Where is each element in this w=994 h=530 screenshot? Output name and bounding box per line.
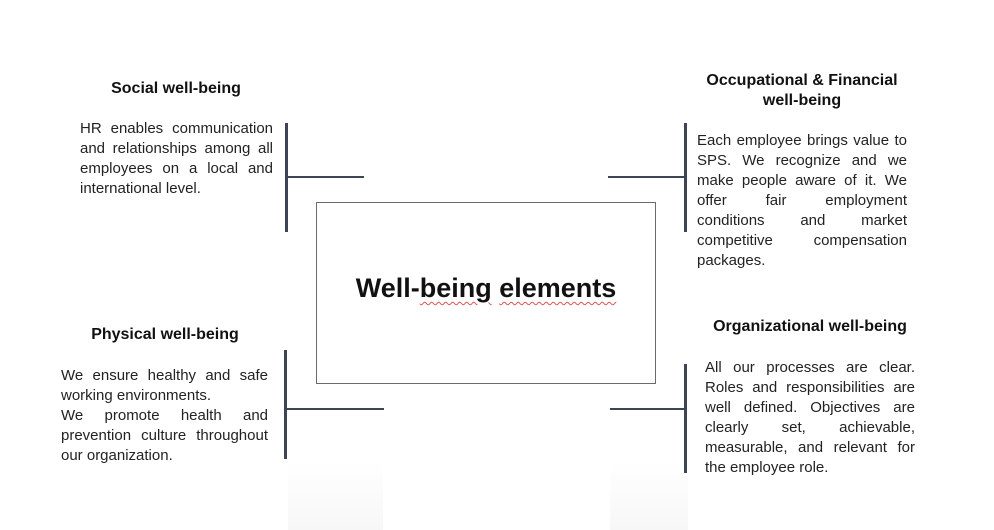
occupational-connector-horizontal [608, 176, 684, 178]
occupational-heading: Occupational & Financial well-being [690, 71, 914, 111]
center-title: Well-being elements [316, 270, 656, 306]
physical-connector-horizontal [287, 408, 384, 410]
organizational-connector-vertical [684, 364, 687, 473]
occupational-heading-line2: well-being [762, 92, 842, 109]
physical-body-line1: We ensure healthy and safe working envir… [61, 367, 268, 404]
physical-connector-vertical [284, 350, 287, 459]
occupational-heading-line1: Occupational & Financial [706, 72, 898, 89]
organizational-heading: Organizational well-being [713, 318, 907, 335]
center-title-word-being: being [419, 273, 492, 303]
social-body: HR enables communication and relationshi… [80, 120, 273, 197]
physical-body-line2: We promote health and prevention culture… [61, 407, 268, 464]
center-box [316, 202, 656, 384]
social-connector-vertical [285, 123, 288, 232]
physical-body: We ensure healthy and safe working envir… [61, 366, 268, 466]
center-title-word-well: Well- [355, 273, 420, 303]
center-title-word-elements: elements [499, 273, 617, 303]
organizational-body: All our processes are clear. Roles and r… [705, 359, 915, 476]
organizational-connector-horizontal [610, 408, 684, 410]
physical-heading: Physical well-being [91, 326, 239, 343]
background-panel-left [288, 460, 383, 530]
background-panel-right [610, 460, 688, 530]
social-heading: Social well-being [111, 80, 241, 97]
social-connector-horizontal [288, 176, 364, 178]
occupational-body: Each employee brings value to SPS. We re… [697, 132, 907, 269]
occupational-connector-vertical [684, 123, 687, 232]
